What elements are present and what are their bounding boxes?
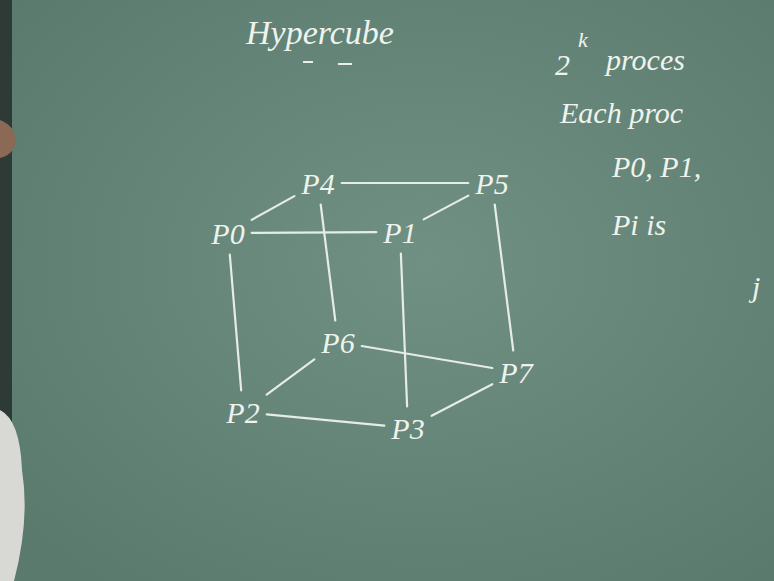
cube-edge [321,205,336,321]
processor-name: P3 [391,412,424,445]
processor-name: P1 [383,216,416,249]
processor-name: P0 [211,217,244,250]
board-title: Hypercube [246,14,394,51]
board-note: proces [606,43,685,76]
processor-label: P5 [471,165,512,202]
processor-name: P4 [301,167,334,200]
board-note: 2 [555,48,570,81]
cube-edge [432,384,493,415]
cube-edge [362,346,493,368]
processor-name: P6 [321,326,354,359]
processor-label: P3 [387,410,428,447]
board-note: P0, P1, [612,150,701,183]
cube-edge [424,196,469,220]
cube-edge [267,359,315,394]
processor-label: P4 [297,165,338,202]
cube-edge [401,254,407,407]
cube-edge [252,196,295,220]
processor-label: P0 [207,215,248,252]
processor-name: P5 [475,167,508,200]
board-note: Each proc [560,96,683,129]
underline-mark [338,63,352,65]
board-note: Pi is [612,208,666,241]
lecturer-hand [0,120,16,158]
underline-mark [303,61,313,63]
cube-edge [230,255,241,391]
processor-label: P6 [317,324,358,361]
processor-label: P1 [379,214,420,251]
processor-name: P7 [499,356,532,389]
cube-edge [267,414,385,425]
processor-name: P2 [226,396,259,429]
cube-edge [342,183,469,184]
processor-label: P7 [495,354,536,391]
board-note: k [578,28,588,52]
cube-edge [495,205,514,351]
cube-edge [252,232,377,234]
lecturer-arm [0,410,25,581]
board-note: j [752,270,760,303]
processor-label: P2 [222,394,263,431]
